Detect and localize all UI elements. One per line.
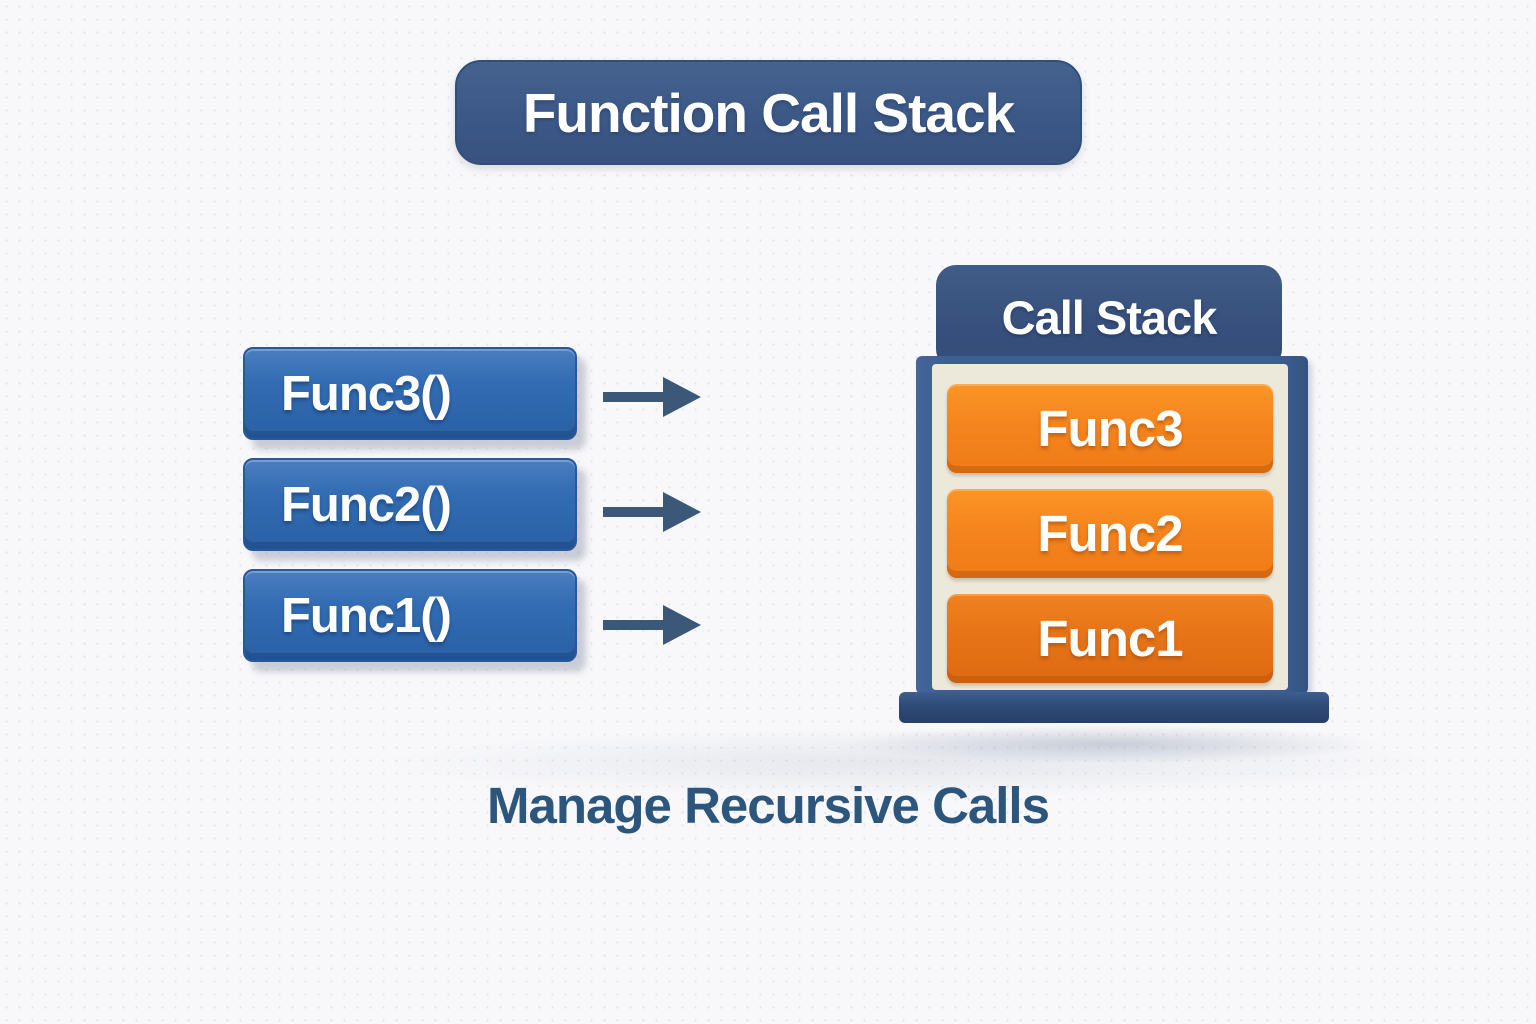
arrow-right-icon	[601, 489, 703, 535]
page-title: Function Call Stack	[522, 81, 1015, 144]
call-stack-header: Call Stack	[936, 265, 1282, 369]
function-call-label: Func1()	[281, 588, 452, 643]
call-stack-base	[899, 692, 1329, 723]
ground-shadow-wide	[370, 728, 1450, 798]
call-stack-title: Call Stack	[1001, 290, 1218, 344]
function-call-label: Func2()	[281, 477, 452, 532]
function-call-box-func1: Func1()	[243, 569, 577, 662]
caption-text: Manage Recursive Calls	[487, 777, 1050, 834]
caption: Manage Recursive Calls	[0, 776, 1536, 835]
stack-frame-func3: Func3	[947, 384, 1273, 473]
arrow-right-icon	[601, 602, 703, 648]
function-call-box-func2: Func2()	[243, 458, 577, 551]
function-call-box-func3: Func3()	[243, 347, 577, 440]
stack-frame-func2: Func2	[947, 489, 1273, 578]
stack-frame-label: Func1	[1037, 610, 1183, 667]
arrow-right-icon	[601, 374, 703, 420]
title-banner: Function Call Stack	[455, 60, 1082, 165]
stack-frame-label: Func3	[1037, 400, 1183, 457]
stack-frame-func1: Func1	[947, 594, 1273, 683]
ground-shadow	[830, 724, 1390, 764]
stack-frame-label: Func2	[1037, 505, 1183, 562]
function-call-label: Func3()	[281, 366, 452, 421]
